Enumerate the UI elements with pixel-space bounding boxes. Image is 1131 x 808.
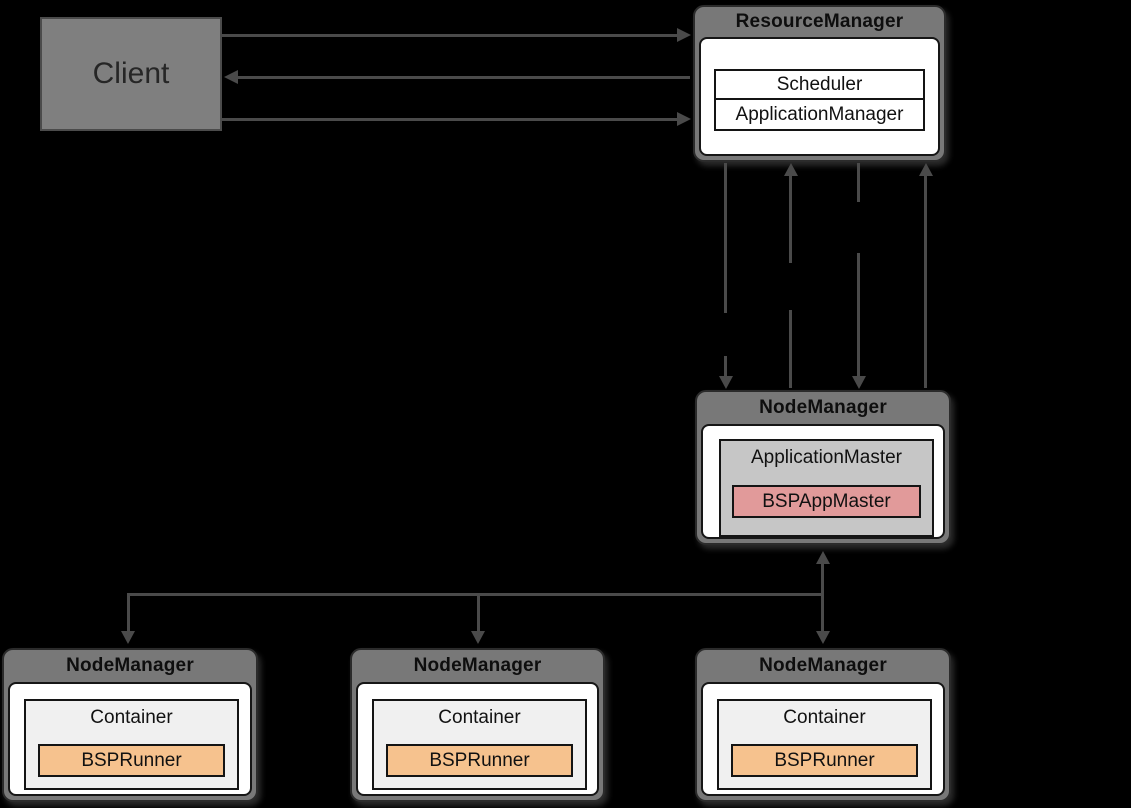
arrow-shaft <box>789 175 792 263</box>
worker-node-manager-panel: Container BSPRunner <box>8 682 252 796</box>
arrow-head-right-icon <box>677 112 691 126</box>
worker-node-manager-box-3: NodeManager Container BSPRunner <box>695 648 951 802</box>
arrow-shaft <box>238 76 690 79</box>
arrow-shaft <box>724 163 727 313</box>
container-label: Container <box>783 707 866 728</box>
bsp-runner-box: BSPRunner <box>38 744 225 777</box>
application-master-box: ApplicationMaster BSPAppMaster <box>719 439 934 537</box>
arrow-head-up-icon <box>919 163 933 176</box>
container-box: Container BSPRunner <box>24 699 239 790</box>
container-box: Container BSPRunner <box>717 699 932 790</box>
branch-line-worker-2 <box>477 596 480 632</box>
client-box: Client <box>40 17 222 131</box>
arrow-head-up-icon <box>784 163 798 176</box>
client-label: Client <box>92 57 170 90</box>
container-label: Container <box>438 707 521 728</box>
arrow-head-down-icon <box>719 376 733 389</box>
arrow-head-down-icon <box>121 631 135 644</box>
master-node-manager-box: NodeManager ApplicationMaster BSPAppMast… <box>695 390 951 545</box>
arrow-head-down-icon <box>471 631 485 644</box>
resource-manager-title: ResourceManager <box>735 11 904 32</box>
container-label: Container <box>90 707 173 728</box>
bsp-app-master-box: BSPAppMaster <box>732 485 921 518</box>
master-node-manager-panel: ApplicationMaster BSPAppMaster <box>701 424 945 539</box>
arrow-shaft <box>857 163 860 202</box>
worker-node-manager-box-1: NodeManager Container BSPRunner <box>2 648 258 802</box>
arrow-head-down-icon <box>852 376 866 389</box>
worker-node-manager-title: NodeManager <box>66 655 194 676</box>
arrow-shaft <box>857 253 860 377</box>
application-master-label: ApplicationMaster <box>750 447 903 468</box>
arrow-shaft <box>924 175 927 388</box>
resource-manager-components: Scheduler ApplicationManager <box>714 69 925 131</box>
arrow-head-right-icon <box>677 28 691 42</box>
arrow-shaft <box>724 356 727 378</box>
bsp-runner-box: BSPRunner <box>731 744 918 777</box>
arrow-head-up-icon <box>816 551 830 564</box>
worker-node-manager-panel: Container BSPRunner <box>701 682 945 796</box>
container-box: Container BSPRunner <box>372 699 587 790</box>
arrow-head-down-icon <box>816 631 830 644</box>
resource-manager-panel: Scheduler ApplicationManager <box>699 37 940 156</box>
arrow-shaft <box>222 118 677 121</box>
worker-node-manager-title: NodeManager <box>413 655 542 676</box>
arrow-shaft <box>222 34 677 37</box>
branch-line-worker-1 <box>127 596 130 632</box>
worker-node-manager-box-2: NodeManager Container BSPRunner <box>350 648 605 802</box>
bsp-runner-box: BSPRunner <box>386 744 573 777</box>
arrow-shaft <box>789 310 792 388</box>
application-manager-box: ApplicationManager <box>714 98 925 131</box>
worker-node-manager-panel: Container BSPRunner <box>356 682 599 796</box>
connector-horizontal-line <box>127 593 824 596</box>
resource-manager-box: ResourceManager Scheduler ApplicationMan… <box>693 5 946 162</box>
master-node-manager-title: NodeManager <box>759 397 887 418</box>
arrow-head-left-icon <box>224 70 238 84</box>
connector-vertical-shaft <box>821 563 824 632</box>
scheduler-box: Scheduler <box>714 69 925 100</box>
worker-node-manager-title: NodeManager <box>759 655 887 676</box>
